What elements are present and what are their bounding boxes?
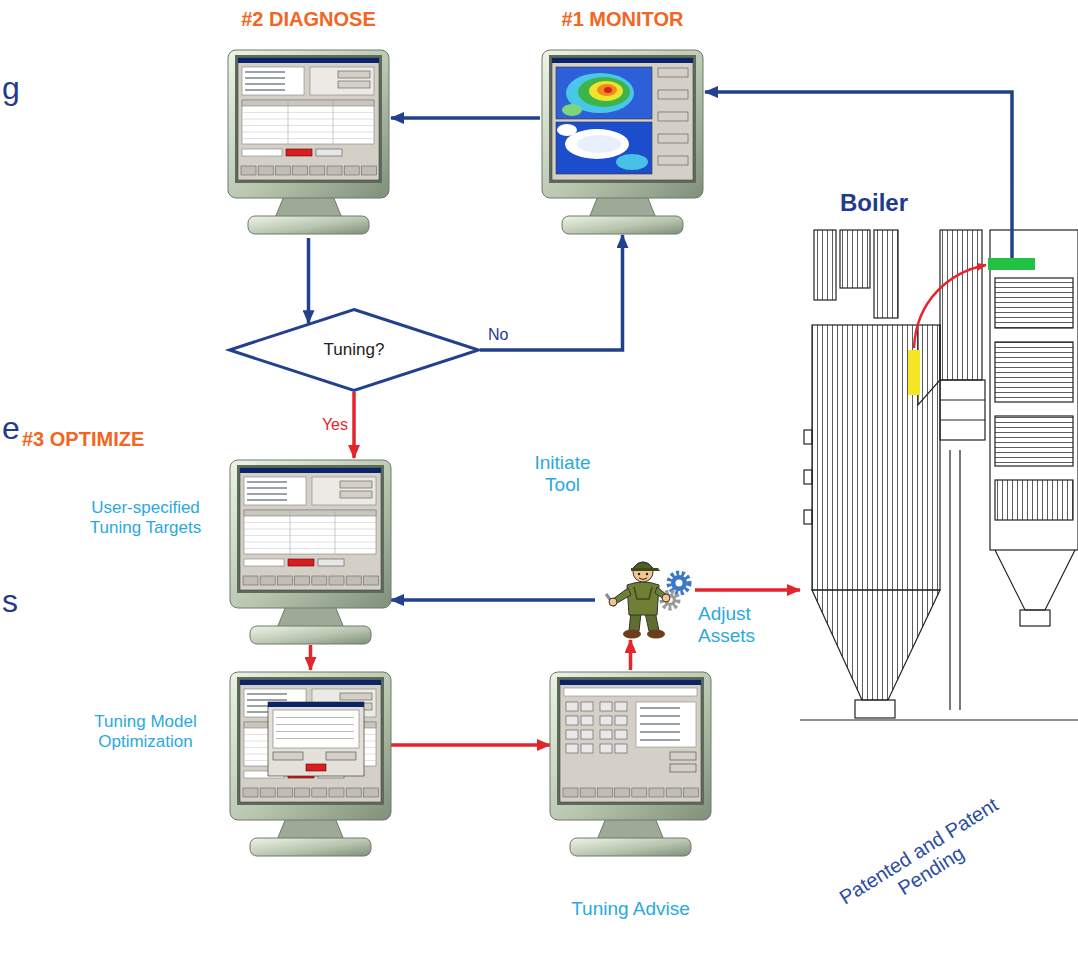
action-label: Adjust Assets <box>698 603 773 647</box>
text-holder: Adjust Assets <box>698 603 773 647</box>
step-heading: #2 DIAGNOSE <box>226 8 391 31</box>
text-holder: Initiate Tool <box>520 452 605 496</box>
monitor-screen: #3 OPTIMIZEUser-specified Tuning Targets <box>228 458 393 648</box>
monitor-screen: Tuning Advise <box>548 670 713 860</box>
monitor-screen: #2 DIAGNOSE <box>226 48 391 238</box>
flow-arrow <box>307 238 311 323</box>
screen-label: User-specified Tuning Targets <box>73 498 218 537</box>
flow-arrow <box>480 235 623 350</box>
flow-arrow <box>695 588 800 592</box>
screen-label: Tuning Advise <box>528 898 733 920</box>
screen-label: Tuning Model Optimization <box>73 712 218 751</box>
text-holder: s <box>2 583 32 620</box>
decision-diamond: Tuning? <box>228 308 480 392</box>
flow-arrow <box>391 598 595 602</box>
edge-label: No <box>488 326 528 344</box>
edge-label: Yes <box>300 416 348 434</box>
text-holder: #2 DIAGNOSE <box>226 8 391 31</box>
monitor-screen-outline <box>228 670 393 860</box>
flow-arrow <box>629 640 633 670</box>
monitor-screen: #1 MONITOR <box>540 48 705 238</box>
cut-off-text: e <box>2 410 32 447</box>
text-holder: Tuning Model Optimization <box>73 712 218 751</box>
boiler-drawing: Boiler <box>800 185 1078 725</box>
text-holder: Tuning? <box>228 340 480 360</box>
boiler-title: Boiler <box>840 189 960 217</box>
worker-icon-outline <box>595 555 695 640</box>
monitor-screen-outline <box>548 670 713 860</box>
text-holder: User-specified Tuning Targets <box>73 498 218 537</box>
text-holder: Boiler <box>840 189 960 217</box>
monitor-screen: Tuning Model Optimization <box>228 670 393 860</box>
text-holder: e <box>2 410 32 447</box>
flow-arrow <box>391 116 540 120</box>
text-holder: Patented and Patent Pending <box>820 783 1031 939</box>
cut-off-text: g <box>2 70 32 107</box>
text-holder: #1 MONITOR <box>540 8 705 31</box>
text-holder: #3 OPTIMIZE <box>22 428 212 451</box>
text-holder: g <box>2 70 32 107</box>
monitor-screen-outline <box>540 48 705 238</box>
text-holder: Yes <box>300 416 348 434</box>
boiler-drawing-outline <box>800 185 1078 725</box>
flow-arrow <box>309 645 313 670</box>
text-holder: No <box>488 326 528 344</box>
step-heading: #3 OPTIMIZE <box>22 428 212 451</box>
monitor-screen-outline <box>226 48 391 238</box>
flow-arrow <box>705 92 1012 185</box>
edge-label: Initiate Tool <box>520 452 605 496</box>
decision-label: Tuning? <box>228 340 480 360</box>
flow-arrow <box>391 743 550 747</box>
text-holder: Tuning Advise <box>528 898 733 920</box>
watermark: Patented and Patent Pending <box>820 783 1031 939</box>
cut-off-text: s <box>2 583 32 620</box>
worker-icon: Adjust Assets <box>595 555 695 640</box>
step-heading: #1 MONITOR <box>540 8 705 31</box>
flow-arrow <box>352 392 356 458</box>
monitor-screen-outline <box>228 458 393 648</box>
